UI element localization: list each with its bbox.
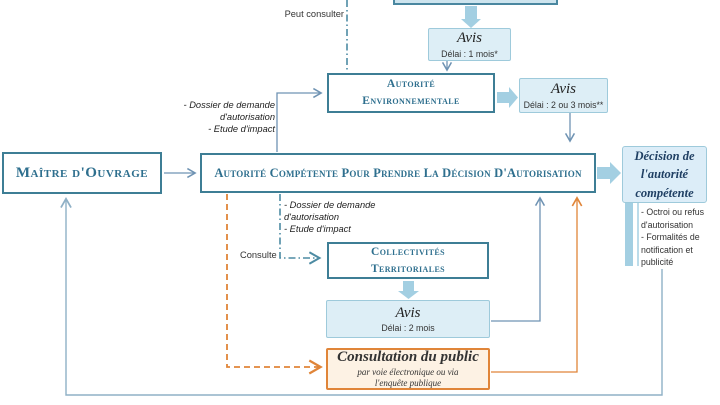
maitre-ouvrage-box: Maître d'Ouvrage [2,152,162,194]
arrow-ac-to-env [276,87,323,152]
avis-1-delay: Délai : 1 mois* [441,48,498,59]
dossier-annotation-lower: - Dossier de demande d'autorisation - Et… [284,200,376,234]
avis-2-box: Avis Délai : 2 ou 3 mois** [519,78,608,113]
consultation-sub1: par voie électronique ou via [357,367,459,377]
avis-1-title: Avis [457,30,482,47]
thick-arrow-ac-to-decision [597,162,621,184]
consulte-label: Consulte [240,250,277,260]
arrow-consulte [279,194,322,265]
arrow-consultation-to-ac [491,196,583,373]
collectivites-line1: Collectivités [371,245,445,258]
maitre-ouvrage-label: Maître d'Ouvrage [15,164,149,181]
avis-3-delay: Délai : 2 mois [381,323,435,334]
decision-line1: Décision de [634,149,695,164]
collectivites-line2: Territoriales [370,262,446,275]
autorite-environnementale-box: Autorité Environnementale [327,73,495,113]
consultation-title: Consultation du public [337,348,479,365]
avis-3-title: Avis [395,304,421,321]
consultation-public-box: Consultation du public par voie électron… [326,348,490,390]
top-box-cutoff [393,0,558,5]
avis-1-box: Avis Délai : 1 mois* [428,28,511,61]
env-label-line1: Autorité [386,78,436,91]
collectivites-box: Collectivités Territoriales [327,242,489,279]
autorite-competente-box: Autorité Compétente Pour Prendre La Déci… [200,153,596,193]
arrow-decision-to-mo [60,196,663,396]
decision-line3: compétente [635,185,694,200]
avis-2-title: Avis [551,81,576,98]
peut-consulter-label: Peut consulter [284,9,344,19]
avis-3-box: Avis Délai : 2 mois [326,300,490,338]
thick-arrow-env-to-avis2 [497,87,518,108]
thick-arrow-top-to-avis1 [461,6,481,28]
thick-arrow-coll-to-avis3 [398,281,419,299]
decision-notes: - Octroi ou refus d'autorisation - Forma… [641,207,705,267]
dossier-annotation-upper: - Dossier de demande d'autorisation - Et… [183,100,275,134]
env-label-line2: Environnementale [362,95,460,107]
decision-box: Décision de l'autorité compétente [622,146,707,203]
arrow-ac-to-consultation [226,194,323,375]
arrow-avis3-to-ac [491,196,546,322]
consultation-sub2: l'enquête publique [374,378,442,389]
decision-ribbon-bar [625,203,633,266]
autorite-competente-label: Autorité Compétente Pour Prendre La Déci… [214,165,582,180]
decision-ribbon-thin [637,203,639,266]
decision-line2: l'autorité [640,167,689,182]
avis-2-delay: Délai : 2 ou 3 mois** [523,99,604,110]
